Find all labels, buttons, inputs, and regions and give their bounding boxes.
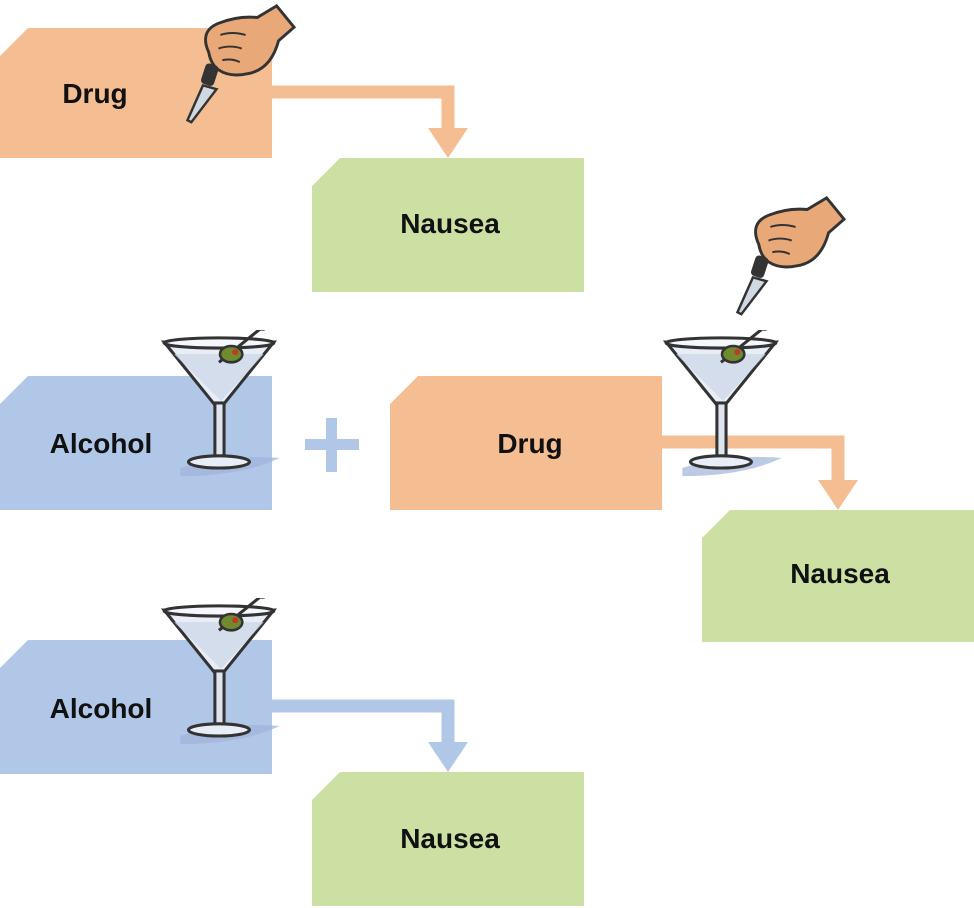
alcohol-label-bottom: Alcohol xyxy=(49,693,153,724)
alcohol-box-middle xyxy=(0,376,272,510)
nausea-box-top xyxy=(312,158,584,292)
drug-label-middle: Drug xyxy=(497,428,563,459)
martini-glass-icon-middle-right xyxy=(664,330,784,478)
drug-box-middle xyxy=(390,376,662,510)
nausea-label-bottom: Nausea xyxy=(400,823,500,854)
nausea-label-middle: Nausea xyxy=(790,558,890,589)
drug-label-top: Drug xyxy=(62,78,128,109)
nausea-label-top: Nausea xyxy=(400,208,500,239)
hand-dropper-icon-middle xyxy=(735,196,846,316)
arrow-alcohol-to-nausea-bottom xyxy=(272,699,468,772)
nausea-box-bottom xyxy=(312,772,584,906)
drug-box-top xyxy=(0,28,272,158)
alcohol-label-middle: Alcohol xyxy=(49,428,153,459)
plus-icon xyxy=(305,418,359,472)
arrow-drug-to-nausea-top xyxy=(272,85,468,158)
nausea-box-middle xyxy=(702,510,974,642)
